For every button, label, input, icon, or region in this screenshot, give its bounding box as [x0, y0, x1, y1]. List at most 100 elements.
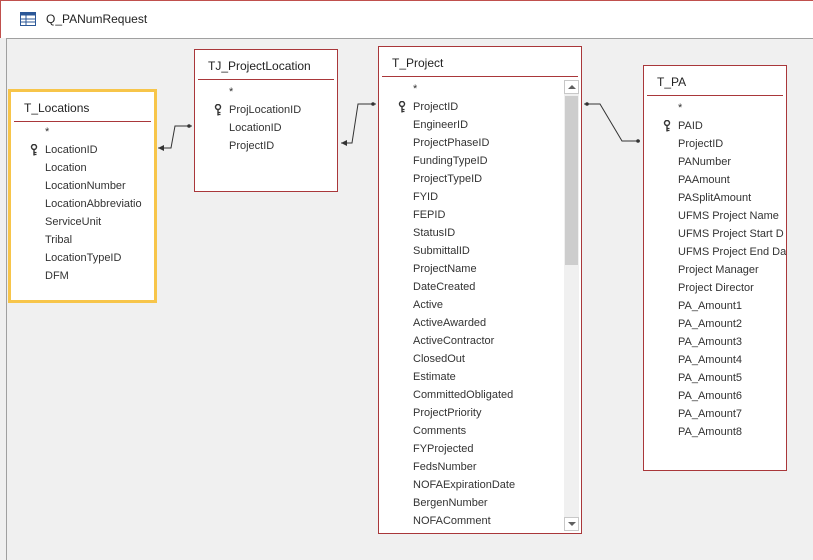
field-name: Estimate — [413, 371, 456, 383]
field-item[interactable]: Project Director — [644, 279, 786, 297]
field-item[interactable]: PA_Amount3 — [644, 333, 786, 351]
field-name: Project Director — [678, 282, 754, 294]
primary-key-icon — [663, 120, 671, 132]
field-item[interactable]: Location — [11, 159, 154, 177]
field-item[interactable]: FYID — [379, 188, 563, 206]
scroll-up-button[interactable] — [564, 80, 579, 94]
field-item[interactable]: LocationID — [195, 119, 337, 137]
field-item[interactable]: PANumber — [644, 153, 786, 171]
field-name: PASplitAmount — [678, 192, 752, 204]
field-item[interactable]: UFMS Project Start D — [644, 225, 786, 243]
field-name: ActiveAwarded — [413, 317, 487, 329]
field-item[interactable]: PA_Amount6 — [644, 387, 786, 405]
field-item[interactable]: FundingTypeID — [379, 152, 563, 170]
field-item[interactable]: StatusID — [379, 224, 563, 242]
field-item[interactable]: EngineerID — [379, 116, 563, 134]
field-item[interactable]: ProjectPriority — [379, 404, 563, 422]
table-header[interactable]: T_PA — [644, 66, 786, 95]
field-item[interactable]: Comments — [379, 422, 563, 440]
field-item[interactable]: PA_Amount7 — [644, 405, 786, 423]
scroll-thumb[interactable] — [565, 96, 578, 265]
field-item[interactable]: PA_Amount8 — [644, 423, 786, 441]
field-item[interactable]: Tribal — [11, 231, 154, 249]
table-header[interactable]: T_Project — [379, 47, 581, 76]
field-item[interactable]: LocationAbbreviatio — [11, 195, 154, 213]
field-item[interactable]: ProjectName — [379, 260, 563, 278]
field-name: PAAmount — [678, 174, 730, 186]
field-name: UFMS Project Name — [678, 210, 779, 222]
field-item[interactable]: UFMS Project Name — [644, 207, 786, 225]
field-item[interactable]: LocationTypeID — [11, 249, 154, 267]
field-item[interactable]: ProjectID — [644, 135, 786, 153]
field-item[interactable]: FEPID — [379, 206, 563, 224]
field-name: ActiveContractor — [413, 335, 495, 347]
field-name: SubmittalID — [413, 245, 470, 257]
field-name: DateCreated — [413, 281, 476, 293]
field-item[interactable]: ActiveContractor — [379, 332, 563, 350]
field-name: PA_Amount2 — [678, 318, 743, 330]
field-item[interactable]: PAID — [644, 117, 786, 135]
field-item[interactable]: PA_Amount2 — [644, 315, 786, 333]
field-item[interactable]: DFM — [11, 267, 154, 285]
field-item[interactable]: ProjLocationID — [195, 101, 337, 119]
field-item-all[interactable]: * — [195, 83, 337, 101]
field-item[interactable]: LocationNumber — [11, 177, 154, 195]
field-name: LocationAbbreviatio — [45, 198, 142, 210]
field-item[interactable]: NOFAExpirationDate — [379, 476, 563, 494]
field-item[interactable]: UFMS Project End Da — [644, 243, 786, 261]
field-item-all[interactable]: * — [644, 99, 786, 117]
table-name: T_Project — [392, 56, 444, 70]
field-name: PA_Amount8 — [678, 426, 743, 438]
field-name: UFMS Project Start D — [678, 228, 784, 240]
field-item[interactable]: ProjectID — [195, 137, 337, 155]
table-header[interactable]: TJ_ProjectLocation — [195, 50, 337, 79]
field-item[interactable]: FedsNumber — [379, 458, 563, 476]
field-item[interactable]: PAAmount — [644, 171, 786, 189]
field-item-all[interactable]: * — [11, 123, 154, 141]
field-item[interactable]: SubmittalID — [379, 242, 563, 260]
field-item[interactable]: ProjectTypeID — [379, 170, 563, 188]
field-item[interactable]: CommittedObligated — [379, 386, 563, 404]
table-name: TJ_ProjectLocation — [208, 59, 311, 73]
field-list-scrollbar[interactable] — [564, 80, 579, 531]
field-name: ProjectTypeID — [413, 173, 483, 185]
field-item[interactable]: Project Manager — [644, 261, 786, 279]
primary-key-icon — [398, 101, 406, 113]
field-name: CommittedObligated — [413, 389, 514, 401]
field-item[interactable]: PA_Amount1 — [644, 297, 786, 315]
field-item[interactable]: PA_Amount4 — [644, 351, 786, 369]
field-name: ProjectPriority — [413, 407, 482, 419]
field-item[interactable]: ServiceUnit — [11, 213, 154, 231]
field-name: Active — [413, 299, 443, 311]
field-item[interactable]: FYProjected — [379, 440, 563, 458]
field-item[interactable]: PASplitAmount — [644, 189, 786, 207]
field-item[interactable]: NOFAComment — [379, 512, 563, 530]
header-divider — [382, 76, 578, 77]
field-item[interactable]: PA_Amount5 — [644, 369, 786, 387]
field-item[interactable]: Active — [379, 296, 563, 314]
scroll-down-button[interactable] — [564, 517, 579, 531]
field-item[interactable]: ActiveAwarded — [379, 314, 563, 332]
field-name: Location — [45, 162, 87, 174]
field-name: StatusID — [413, 227, 456, 239]
field-item-all[interactable]: * — [379, 80, 563, 98]
field-item[interactable]: BergenNumber — [379, 494, 563, 512]
table-header[interactable]: T_Locations — [11, 92, 154, 121]
field-item[interactable]: LocationID — [11, 141, 154, 159]
table-name: T_Locations — [24, 101, 90, 115]
field-item[interactable]: ProjectID — [379, 98, 563, 116]
field-item[interactable]: ClosedOut — [379, 350, 563, 368]
field-item[interactable]: DateCreated — [379, 278, 563, 296]
field-name: FYProjected — [413, 443, 474, 455]
field-item[interactable]: Estimate — [379, 368, 563, 386]
field-item[interactable]: ProjectPhaseID — [379, 134, 563, 152]
field-name: FundingTypeID — [413, 155, 488, 167]
